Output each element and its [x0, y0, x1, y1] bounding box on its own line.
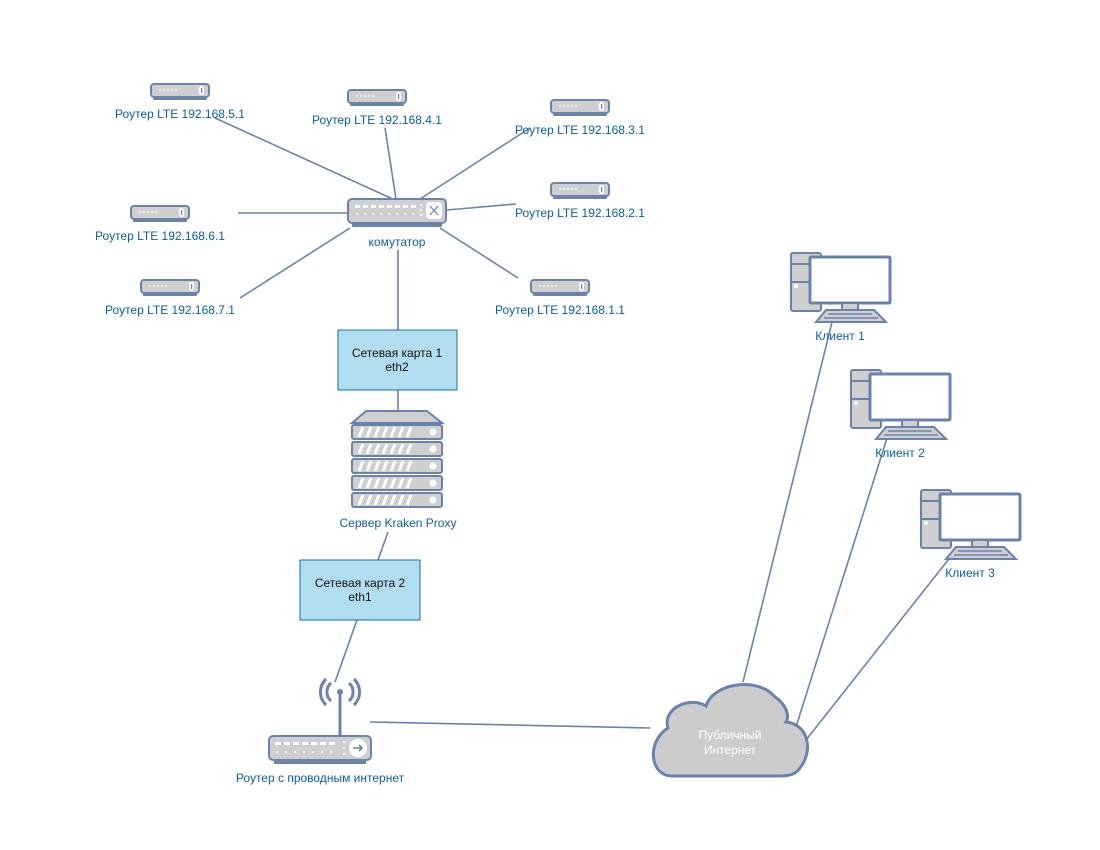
- lte-router-icon: [140, 279, 200, 297]
- lte-router-label: Роутер LTE 192.168.1.1: [495, 303, 625, 317]
- nic2-interface: eth1: [348, 590, 372, 604]
- lte-router-icon: [130, 205, 190, 223]
- wired-router-label: Роутер с проводным интернет: [236, 771, 405, 785]
- edge-switch-r1: [439, 227, 519, 279]
- desktop-computer-icon: [789, 251, 892, 324]
- proxy-server[interactable]: Сервер Kraken Proxy: [340, 410, 457, 530]
- edge-switch-r3: [419, 127, 531, 200]
- nic1-title: Сетевая карта 1: [352, 346, 443, 360]
- client-label: Клиент 3: [945, 566, 995, 580]
- lte-router-label: Роутер LTE 192.168.3.1: [515, 123, 645, 137]
- lte-router-5[interactable]: Роутер LTE 192.168.5.1: [115, 83, 245, 121]
- lte-router-icon: [150, 83, 210, 101]
- lte-router-icon: [530, 279, 590, 297]
- lte-router-2[interactable]: Роутер LTE 192.168.2.1: [515, 182, 645, 220]
- lte-router-label: Роутер LTE 192.168.6.1: [95, 229, 225, 243]
- server-label: Сервер Kraken Proxy: [340, 516, 457, 530]
- desktop-computer-icon: [849, 368, 952, 441]
- edge-cloud-client1: [742, 317, 834, 683]
- network-switch-icon: [347, 198, 447, 227]
- lte-router-icon: [550, 182, 610, 200]
- network-card-2[interactable]: Сетевая карта 2 eth1: [299, 559, 421, 621]
- edge-switch-r5: [214, 117, 396, 201]
- edge-cloud-client3: [805, 554, 953, 741]
- client-1[interactable]: Клиент 1: [789, 251, 892, 343]
- client-label: Клиент 1: [815, 329, 865, 343]
- client-3[interactable]: Клиент 3: [919, 488, 1022, 580]
- wireless-router-icon: [268, 677, 372, 764]
- lte-router-label: Роутер LTE 192.168.2.1: [515, 206, 645, 220]
- network-card-1[interactable]: Сетевая карта 1 eth2: [337, 329, 458, 391]
- edge-switch-r7: [239, 227, 351, 299]
- lte-router-6[interactable]: Роутер LTE 192.168.6.1: [95, 205, 225, 243]
- edge-nic2-router: [334, 619, 358, 683]
- lte-router-1[interactable]: Роутер LTE 192.168.1.1: [495, 279, 625, 317]
- cloud-label-line1: Публичный: [698, 728, 761, 742]
- server-rack-icon: [349, 410, 445, 509]
- edge-switch-r2: [446, 203, 517, 211]
- switch-label: комутатор: [369, 235, 426, 249]
- lte-router-4[interactable]: Роутер LTE 192.168.4.1: [312, 89, 442, 127]
- edge-server-nic2: [377, 531, 389, 561]
- lte-router-3[interactable]: Роутер LTE 192.168.3.1: [515, 99, 645, 137]
- edge-cloud-client2: [795, 434, 889, 728]
- edges: [214, 117, 953, 741]
- edge-switch-r4: [384, 127, 397, 200]
- public-internet-cloud[interactable]: Публичный Интернет: [652, 683, 809, 778]
- client-2[interactable]: Клиент 2: [849, 368, 952, 460]
- lte-router-icon: [550, 99, 610, 117]
- cloud-label-line2: Интернет: [704, 743, 757, 757]
- edge-router-cloud: [369, 721, 651, 729]
- cloud-icon: [652, 683, 809, 778]
- lte-router-label: Роутер LTE 192.168.5.1: [115, 107, 245, 121]
- network-switch[interactable]: комутатор: [347, 198, 447, 249]
- lte-router-icon: [347, 89, 407, 107]
- lte-router-7[interactable]: Роутер LTE 192.168.7.1: [105, 279, 235, 317]
- nic2-title: Сетевая карта 2: [315, 576, 406, 590]
- lte-router-label: Роутер LTE 192.168.7.1: [105, 303, 235, 317]
- client-label: Клиент 2: [875, 446, 925, 460]
- lte-router-label: Роутер LTE 192.168.4.1: [312, 113, 442, 127]
- nic1-interface: eth2: [385, 360, 409, 374]
- wired-internet-router[interactable]: Роутер с проводным интернет: [236, 677, 405, 785]
- desktop-computer-icon: [919, 488, 1022, 561]
